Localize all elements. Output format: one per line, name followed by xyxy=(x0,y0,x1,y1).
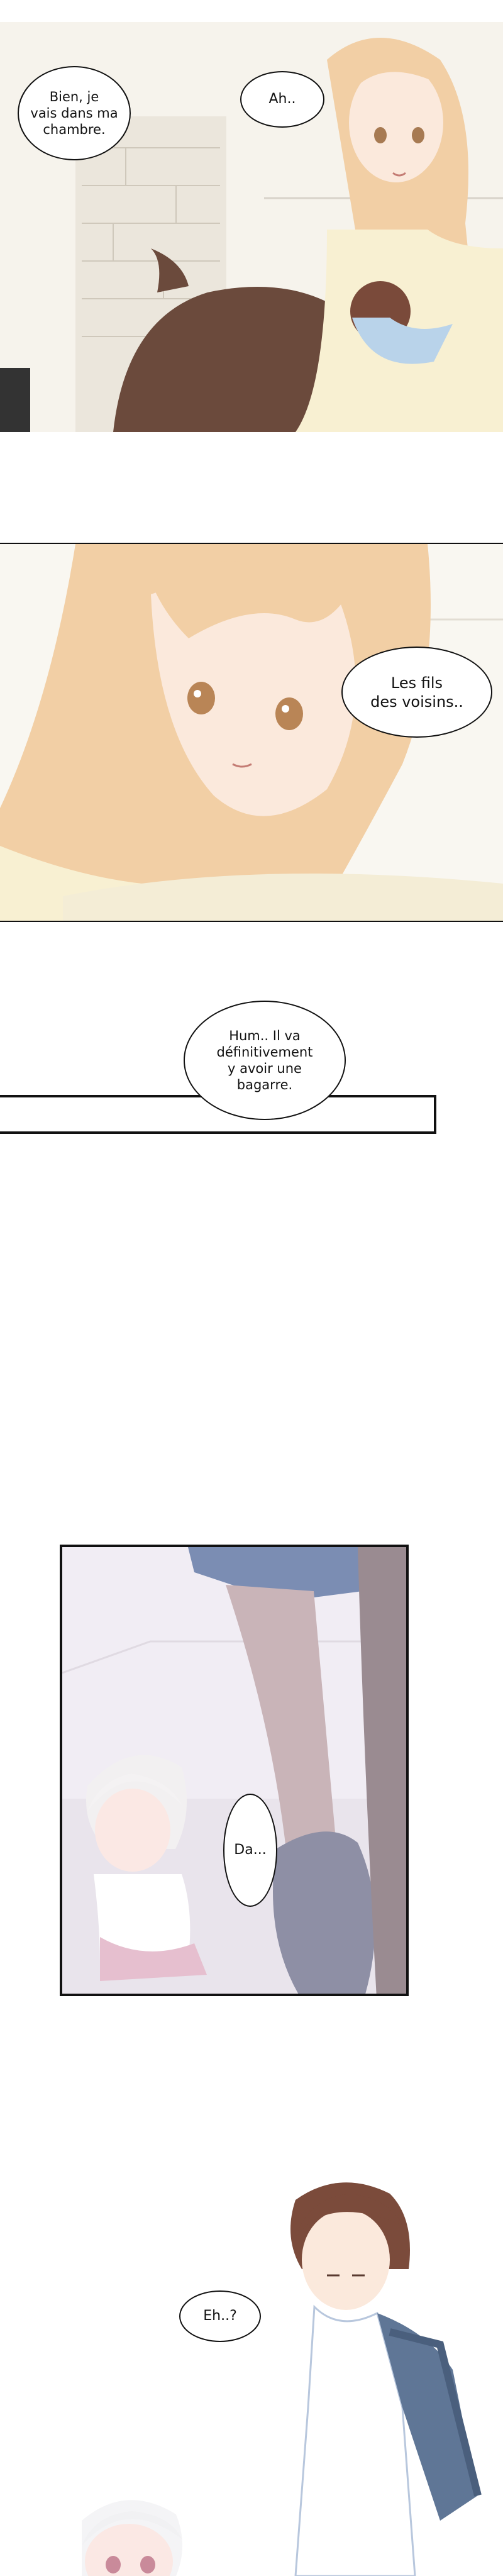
comic-panel-5: Eh..? xyxy=(0,2143,503,2576)
comic-panel-2: Les fils des voisins.. xyxy=(0,543,503,922)
speech-bubble-bien: Bien, je vais dans ma chambre. xyxy=(18,66,131,160)
speech-text-hum: Hum.. Il va définitivement y avoir une b… xyxy=(216,1028,313,1093)
comic-panel-1: Bien, je vais dans ma chambre. Ah.. xyxy=(0,22,503,432)
speech-bubble-les-fils: Les fils des voisins.. xyxy=(341,647,492,738)
speech-text-les-fils: Les fils des voisins.. xyxy=(370,674,463,711)
comic-panel-3: Hum.. Il va définitivement y avoir une b… xyxy=(0,999,503,1187)
speech-text-ah: Ah.. xyxy=(268,91,296,108)
speech-bubble-eh: Eh..? xyxy=(179,2290,261,2342)
speech-text-da: Da... xyxy=(234,1842,267,1858)
comic-panel-4: Da... xyxy=(60,1545,409,1996)
speech-bubble-da: Da... xyxy=(223,1794,277,1907)
speech-bubble-hum: Hum.. Il va définitivement y avoir une b… xyxy=(184,1001,346,1120)
panel-5-artwork xyxy=(0,2143,503,2576)
speech-text-bien: Bien, je vais dans ma chambre. xyxy=(30,89,118,138)
panel-4-artwork xyxy=(62,1547,406,1994)
speech-text-eh: Eh..? xyxy=(203,2308,237,2324)
speech-bubble-ah: Ah.. xyxy=(240,71,324,128)
